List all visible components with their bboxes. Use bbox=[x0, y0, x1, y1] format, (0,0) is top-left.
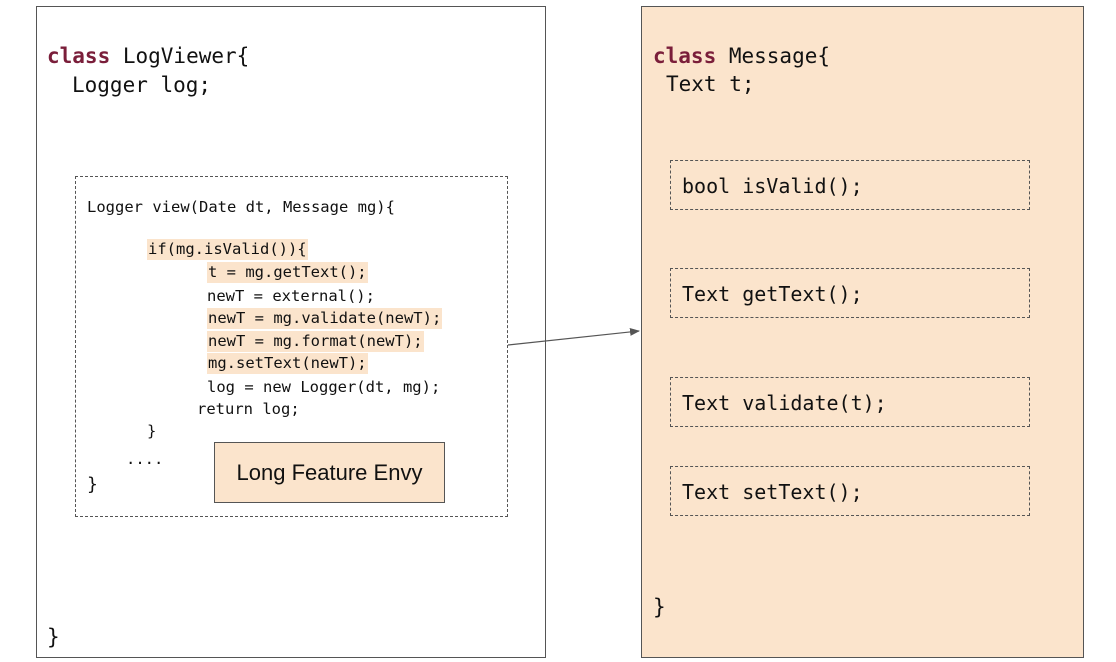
message-field: Text t; bbox=[666, 72, 755, 96]
class-keyword: class bbox=[47, 44, 111, 68]
logviewer-close-brace: } bbox=[47, 625, 60, 649]
code-line-gettext: t = mg.getText(); bbox=[207, 262, 368, 283]
class-keyword: class bbox=[653, 44, 717, 68]
long-feature-envy-label-box: Long Feature Envy bbox=[214, 442, 445, 503]
code-line-new-logger: log = new Logger(dt, mg); bbox=[207, 378, 441, 396]
method-box-gettext bbox=[670, 268, 1030, 318]
method-isvalid: bool isValid(); bbox=[682, 174, 863, 198]
method-box-settext bbox=[670, 466, 1030, 516]
method-box-validate bbox=[670, 377, 1030, 427]
code-line-external: newT = external(); bbox=[207, 287, 375, 305]
long-feature-envy-label: Long Feature Envy bbox=[236, 459, 423, 485]
logviewer-class-name: LogViewer{ bbox=[110, 44, 250, 68]
code-line-return: return log; bbox=[197, 400, 300, 418]
code-line-if: if(mg.isValid()){ bbox=[147, 239, 308, 260]
logviewer-class-header: class LogViewer{ bbox=[47, 46, 249, 67]
code-line-validate: newT = mg.validate(newT); bbox=[207, 308, 443, 329]
code-line-method-close: } bbox=[87, 474, 98, 495]
method-box-isvalid bbox=[670, 160, 1030, 210]
code-line-if-close: } bbox=[147, 422, 157, 440]
message-class-panel bbox=[641, 6, 1084, 658]
arrow-line bbox=[507, 327, 640, 346]
code-line-ellipsis: .... bbox=[126, 450, 164, 468]
code-line-format: newT = mg.format(newT); bbox=[207, 331, 424, 352]
logviewer-field: Logger log; bbox=[72, 73, 212, 97]
method-validate: Text validate(t); bbox=[682, 391, 887, 415]
code-line-settext: mg.setText(newT); bbox=[207, 353, 368, 374]
message-class-header: class Message{ bbox=[653, 46, 830, 67]
method-gettext: Text getText(); bbox=[682, 282, 863, 306]
view-method-signature: Logger view(Date dt, Message mg){ bbox=[87, 198, 395, 216]
method-settext: Text setText(); bbox=[682, 480, 863, 504]
view-method-region bbox=[75, 176, 508, 517]
message-close-brace: } bbox=[653, 595, 666, 619]
message-class-name: Message{ bbox=[716, 44, 831, 68]
